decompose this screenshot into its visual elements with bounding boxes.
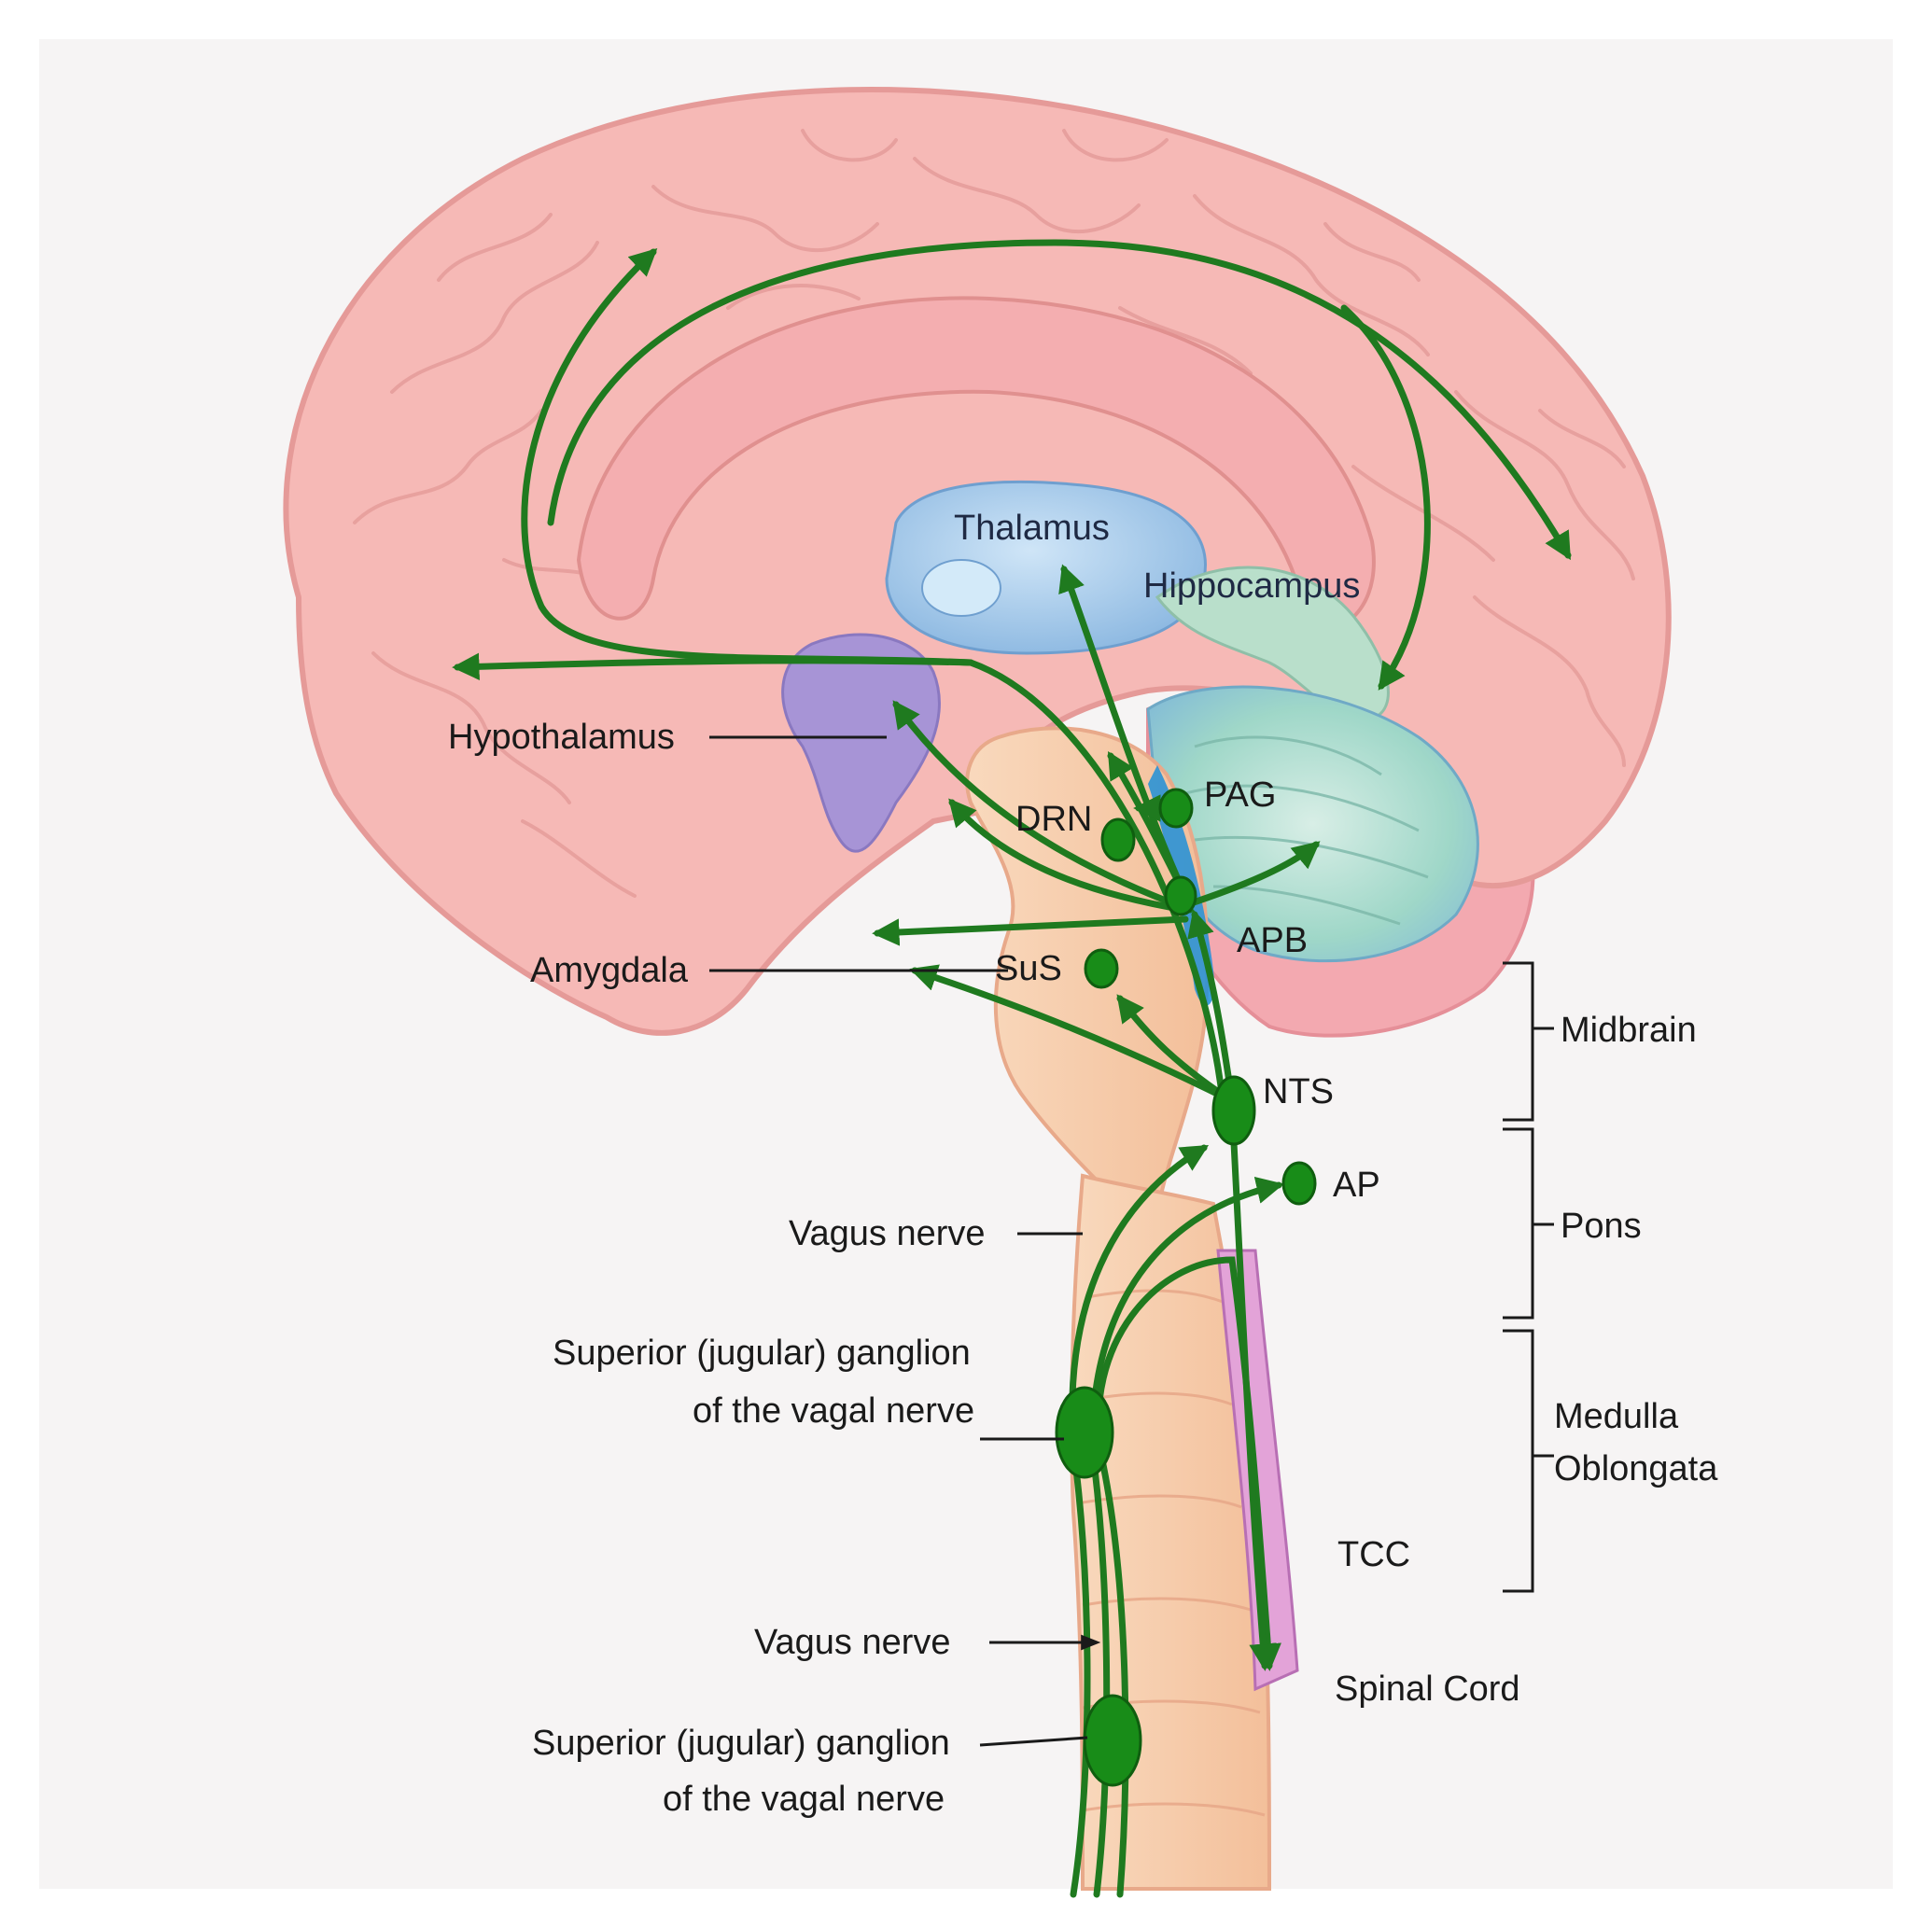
label-nts: NTS	[1263, 1072, 1334, 1111]
label-apb: APB	[1237, 921, 1308, 960]
label-superior-ganglion-lower-2: of the vagal nerve	[663, 1780, 945, 1819]
region-brackets	[1503, 961, 1554, 1593]
label-spinal-cord: Spinal Cord	[1335, 1670, 1520, 1709]
bracket-pons	[1503, 1127, 1554, 1320]
label-pag: PAG	[1204, 775, 1276, 815]
label-midbrain: Midbrain	[1561, 1011, 1697, 1050]
node-nts	[1211, 1075, 1256, 1146]
label-medulla: Medulla	[1554, 1397, 1679, 1436]
label-hypothalamus: Hypothalamus	[448, 718, 675, 757]
leader-lines	[709, 735, 1101, 1747]
pathway-pag	[1107, 750, 1189, 900]
node-pag	[1158, 788, 1194, 829]
nts-to-spinal	[1228, 1102, 1277, 1671]
nodes	[1055, 788, 1317, 1787]
node-ganglion-upper	[1055, 1386, 1114, 1479]
label-sus: SuS	[995, 949, 1062, 988]
label-superior-ganglion-upper-1: Superior (jugular) ganglion	[553, 1334, 971, 1373]
label-tcc: TCC	[1337, 1535, 1410, 1574]
tcc-region	[1216, 1249, 1299, 1692]
pathway-hypothalamus	[892, 700, 1194, 914]
thalamus-nucleus	[921, 559, 1001, 617]
label-amygdala: Amygdala	[530, 951, 689, 990]
hypothalamus-region	[781, 633, 941, 853]
node-sus	[1084, 948, 1119, 989]
label-superior-ganglion-lower-1: Superior (jugular) ganglion	[532, 1724, 950, 1763]
labels: Thalamus Hippocampus Hypothalamus PAG DR…	[448, 509, 1718, 1819]
pathway-cerebellum	[1182, 841, 1321, 909]
pathway-amygdala-2	[909, 964, 1236, 1105]
label-pons: Pons	[1561, 1207, 1642, 1246]
bracket-medulla	[1503, 1329, 1554, 1593]
label-hippocampus: Hippocampus	[1143, 566, 1360, 606]
bracket-midbrain	[1503, 961, 1554, 1122]
pathway-amygdala-1	[872, 915, 1189, 946]
label-drn: DRN	[1015, 800, 1092, 839]
node-ap	[1281, 1161, 1317, 1206]
node-apb	[1164, 875, 1197, 916]
label-vagus-nerve-lower: Vagus nerve	[754, 1623, 951, 1662]
pathway-sus	[1116, 994, 1236, 1105]
label-superior-ganglion-upper-2: of the vagal nerve	[693, 1391, 974, 1431]
pathway-frontal-lower	[452, 652, 974, 680]
pathway-hippocampus	[1340, 304, 1431, 691]
pathway-frontal-upper	[521, 247, 1226, 1105]
pathway-cortex-arc	[547, 239, 1572, 561]
label-thalamus: Thalamus	[954, 509, 1110, 548]
label-vagus-nerve-upper: Vagus nerve	[789, 1214, 986, 1253]
node-ganglion-lower	[1083, 1694, 1142, 1787]
label-oblongata: Oblongata	[1554, 1449, 1718, 1488]
label-ap: AP	[1333, 1166, 1380, 1205]
node-drn	[1100, 817, 1136, 862]
pathway-to-drn-left	[948, 798, 1189, 914]
